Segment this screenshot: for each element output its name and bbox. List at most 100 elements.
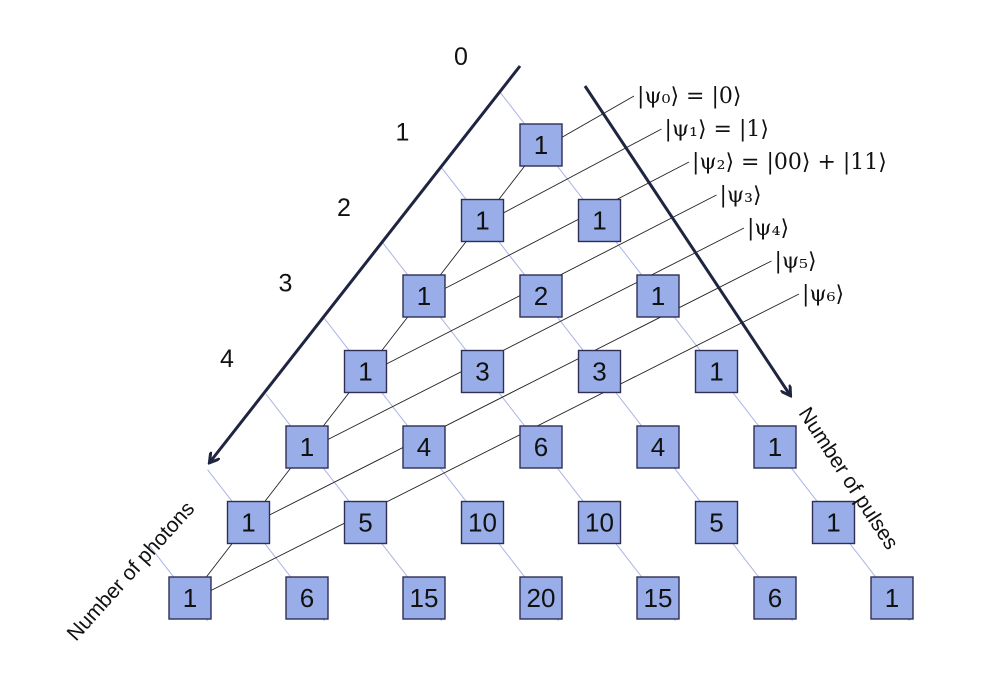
triangle-cell: 1	[636, 274, 680, 318]
triangle-cell: 1	[577, 198, 622, 243]
axis-arrows	[210, 65, 790, 462]
triangle-cell: 1	[168, 576, 212, 620]
cell-value: 1	[534, 130, 548, 160]
triangle-cell: 1	[343, 349, 388, 394]
cell-box	[168, 576, 212, 620]
triangle-cell: 5	[343, 500, 388, 545]
cell-value: 1	[300, 432, 314, 462]
row-label: 1	[396, 119, 410, 147]
cell-box	[636, 274, 680, 318]
column-connector	[320, 389, 352, 430]
cell-box	[753, 425, 797, 469]
cell-box	[577, 198, 622, 243]
state-label: |ψ₅⟩	[775, 249, 817, 274]
triangle-cell: 1	[226, 500, 271, 545]
cell-value: 15	[410, 583, 439, 613]
cell-value: 1	[592, 206, 606, 236]
cell-box	[636, 576, 680, 620]
triangle-cell: 3	[460, 349, 505, 394]
state-label: |ψ₄⟩	[747, 216, 789, 241]
row-label: 0	[454, 43, 468, 71]
cell-value: 1	[417, 281, 431, 311]
pulses-arrow	[583, 85, 790, 395]
cell-value: 3	[475, 357, 489, 387]
state-connector-line	[266, 260, 772, 517]
cell-box	[402, 274, 446, 318]
cell-box	[577, 500, 622, 545]
row-label: 4	[220, 345, 234, 373]
triangle-cell: 1	[519, 123, 563, 167]
cell-value: 6	[768, 583, 782, 613]
cell-value: 1	[651, 281, 665, 311]
cell-value: 3	[592, 357, 606, 387]
cell-value: 10	[468, 508, 497, 538]
cell-box	[460, 500, 505, 545]
cell-box	[285, 576, 329, 620]
photons-arrow	[210, 65, 522, 462]
column-connector	[379, 313, 411, 354]
cell-box	[343, 500, 388, 545]
state-label: |ψ₁⟩ = |1⟩	[665, 117, 769, 142]
cell-value: 1	[885, 583, 899, 613]
column-connector	[262, 464, 294, 505]
triangle-cell: 6	[519, 425, 563, 469]
cell-box	[460, 198, 505, 243]
triangle-cell: 1	[460, 198, 505, 243]
cell-box	[694, 500, 739, 545]
triangle-cell: 6	[285, 576, 329, 620]
cell-box	[402, 425, 446, 469]
cell-value: 4	[417, 432, 431, 462]
triangle-cell: 5	[694, 500, 739, 545]
triangle-cell: 1	[402, 274, 446, 318]
cell-box	[577, 349, 622, 394]
cell-box	[870, 576, 914, 620]
cell-value: 1	[241, 508, 255, 538]
cell-value: 15	[644, 583, 673, 613]
cell-value: 1	[183, 583, 197, 613]
triangle-cell: 1	[811, 500, 856, 545]
row-label: 2	[337, 194, 351, 222]
triangle-cell: 6	[753, 576, 797, 620]
cell-value: 1	[709, 357, 723, 387]
cell-value: 5	[709, 508, 723, 538]
cell-box	[636, 425, 680, 469]
state-label: |ψ₂⟩ = |00⟩ + |11⟩	[692, 150, 887, 175]
cell-value: 10	[585, 508, 614, 538]
cell-box	[285, 425, 329, 469]
cell-box	[519, 576, 563, 620]
cell-value: 1	[358, 357, 372, 387]
cell-value: 6	[300, 583, 314, 613]
cell-value: 1	[768, 432, 782, 462]
cell-value: 4	[651, 432, 665, 462]
cell-box	[343, 349, 388, 394]
state-connector-line	[558, 95, 635, 140]
triangle-cell: 1	[753, 425, 797, 469]
triangle-cell: 10	[460, 500, 505, 545]
guide-line	[441, 167, 793, 621]
cell-box	[694, 349, 739, 394]
cell-box	[402, 576, 446, 620]
cell-value: 6	[534, 432, 548, 462]
triangle-cell: 2	[519, 274, 563, 318]
state-label: |ψ₀⟩ = |0⟩	[637, 84, 741, 109]
cell-box	[811, 500, 856, 545]
column-connector	[437, 238, 469, 279]
triangle-cell: 15	[402, 576, 446, 620]
cell-value: 2	[534, 281, 548, 311]
triangle-cell: 1	[870, 576, 914, 620]
cell-box	[753, 576, 797, 620]
state-label: |ψ₃⟩	[720, 183, 762, 208]
cell-value: 5	[358, 508, 372, 538]
cell-value: 20	[527, 583, 556, 613]
triangle-cell: 4	[636, 425, 680, 469]
cell-box	[519, 274, 563, 318]
cell-box	[519, 123, 563, 167]
state-connector-line	[207, 293, 800, 593]
cell-box	[460, 349, 505, 394]
state-connector-line	[500, 128, 662, 215]
state-label: |ψ₆⟩	[802, 282, 844, 307]
state-connector-line	[324, 227, 745, 442]
